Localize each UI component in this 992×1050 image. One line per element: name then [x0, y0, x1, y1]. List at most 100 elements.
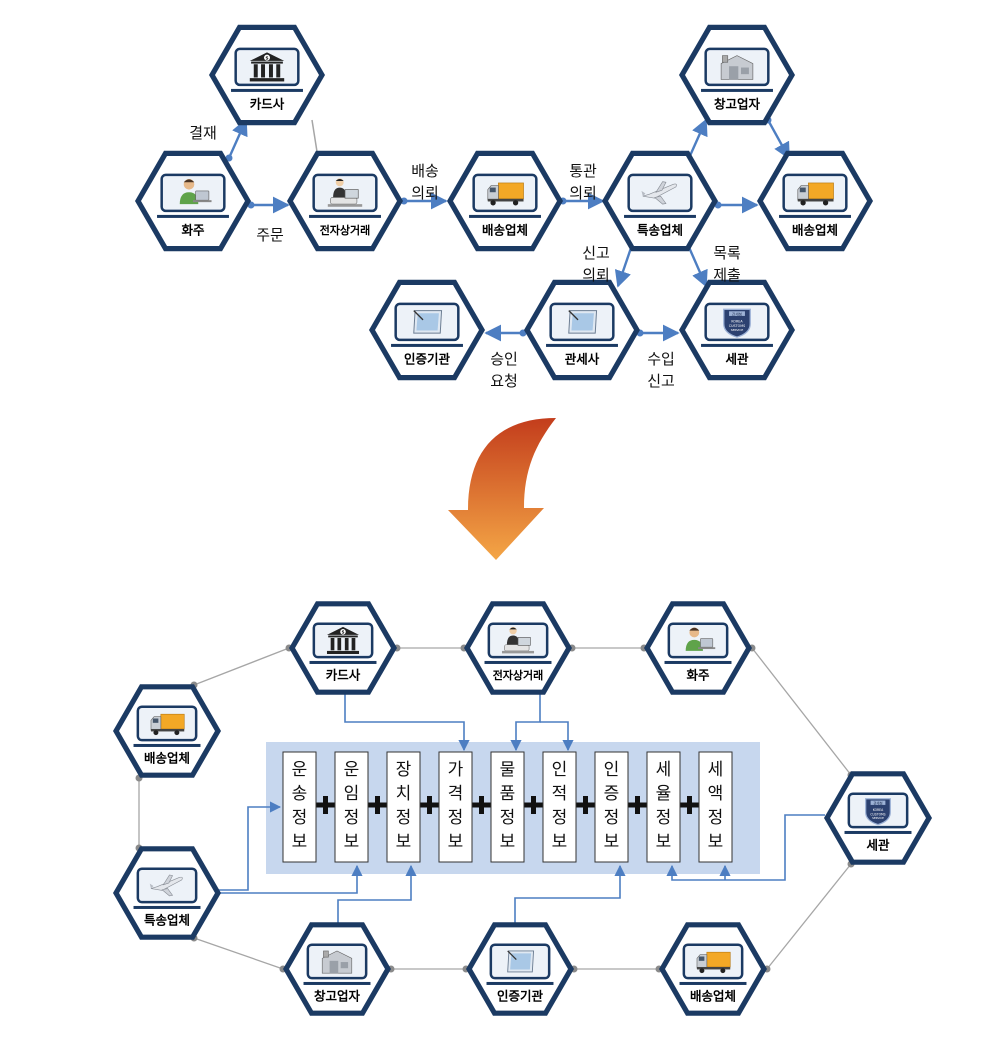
info-box-char: 인: [552, 760, 568, 780]
delivery-request-label-2: 의뢰: [411, 184, 439, 202]
info-box-char: 장: [396, 760, 412, 780]
bottom-node-card-label: 카드사: [326, 668, 361, 683]
info-box-char: 치: [396, 784, 412, 804]
bottom-node-shipper-icon-frame: [667, 622, 729, 659]
top-node-shipper-label: 화주: [181, 223, 205, 238]
bottom-node-cert-label-bar: [486, 981, 554, 985]
network-line-3: [193, 647, 290, 686]
top-node-cert-label-bar: [391, 343, 463, 347]
info-box-char: 보: [448, 832, 464, 852]
info-box-char: 정: [708, 808, 724, 828]
tablet-icon: [567, 309, 598, 335]
bottom-node-delivery_bottom-label: 배송업체: [690, 989, 736, 1004]
bottom-node-customs: 세관: [824, 771, 932, 865]
info-box-char: 보: [552, 832, 568, 852]
top-node-delivery-label: 배송업체: [482, 223, 528, 238]
plus-icon: [680, 796, 699, 814]
bottom-node-ecommerce-label-bar: [484, 660, 552, 664]
info-box-char: 정: [344, 808, 360, 828]
bottom-node-delivery_bottom-label-bar: [679, 981, 747, 985]
tablet-icon: [506, 950, 535, 973]
express-transport-arrow: [195, 801, 282, 891]
payment-arrow: [227, 118, 248, 159]
bottom-node-customs-label: 세관: [866, 838, 890, 853]
info-box-char: 송: [292, 784, 308, 804]
plus-icon: [576, 796, 595, 814]
tablet-icon: [412, 309, 443, 335]
info-flow-arrows: [195, 694, 825, 938]
info-box-char: 보: [344, 832, 360, 852]
transition-arrow-icon: [448, 418, 556, 560]
ecommerce-personal-arrow: [540, 721, 574, 752]
plus-icon: [420, 796, 439, 814]
bottom-node-card: 카드사: [289, 601, 397, 695]
network-line-8: [766, 863, 852, 970]
top-node-customs-label-bar: [701, 343, 773, 347]
top-node-express-label: 특송업체: [637, 223, 683, 238]
info-box-char: 임: [344, 784, 360, 804]
info-box-char: 보: [656, 832, 672, 852]
top-node-cert-label: 인증기관: [404, 352, 451, 367]
info-box-frame: [282, 751, 317, 863]
top-node-customs: 세관: [679, 279, 795, 381]
top-node-delivery2-label-bar: [779, 214, 851, 218]
warehouse-device-arrow: [337, 864, 417, 938]
top-node-card-icon-frame: [234, 47, 300, 87]
top-node-card-label: 카드사: [250, 97, 285, 112]
top-node-express-label-bar: [624, 214, 696, 218]
bottom-node-ecommerce: 전자상거래: [464, 601, 572, 695]
top-node-ecommerce: 전자상거래: [287, 150, 403, 252]
info-box-frame: [386, 751, 421, 863]
clearance-request-label-2: 의뢰: [569, 184, 597, 202]
info-box-frame: [594, 751, 629, 863]
info-box-char: 세: [708, 760, 724, 780]
info-box-char: 증: [604, 784, 620, 804]
info-box-char: 정: [448, 808, 464, 828]
bottom-node-card-label-bar: [309, 660, 377, 664]
list-submit-label-2: 제출: [713, 266, 741, 284]
info-box-char: 율: [656, 784, 672, 804]
top-node-shipper: 화주: [135, 150, 251, 252]
approval-request-label-1: 승인: [490, 350, 518, 368]
info-box-char: 보: [500, 832, 516, 852]
info-box-char: 정: [552, 808, 568, 828]
top-node-ecommerce-label-bar: [309, 214, 381, 218]
plus-icon: [628, 796, 647, 814]
top-node-customs-label: 세관: [725, 352, 749, 367]
info-box-char: 액: [708, 784, 724, 804]
top-node-card: 카드사: [209, 24, 325, 126]
info-box-frame: [698, 751, 733, 863]
bottom-node-delivery_bottom: 배송업체: [659, 922, 767, 1016]
bottom-node-shipper-label-bar: [664, 660, 732, 664]
cert-cert-arrow: [514, 864, 626, 938]
bottom-node-warehouse-label: 창고업자: [314, 989, 361, 1004]
card-price-arrow: [344, 694, 470, 752]
bottom-node-warehouse-label-bar: [303, 981, 371, 985]
customs-link-line: [725, 814, 825, 881]
report-request-label-1: 신고: [582, 244, 610, 262]
info-box-char: 정: [604, 808, 620, 828]
bottom-node-express-label: 특송업체: [144, 913, 190, 928]
info-box-char: 적: [552, 784, 568, 804]
info-box-char: 정: [500, 808, 516, 828]
import-report-label-1: 수입: [647, 350, 675, 368]
info-box-char: 보: [708, 832, 724, 852]
customs-tariff-arrow: [666, 864, 725, 881]
info-box-char: 정: [656, 808, 672, 828]
bottom-node-express-label-bar: [133, 905, 201, 909]
bottom-node-cert: 인증기관: [466, 922, 574, 1016]
info-box-char: 세: [656, 760, 672, 780]
top-node-broker-label: 관세사: [565, 352, 600, 367]
info-box-char: 품: [500, 784, 516, 804]
info-box-char: 운: [292, 760, 308, 780]
